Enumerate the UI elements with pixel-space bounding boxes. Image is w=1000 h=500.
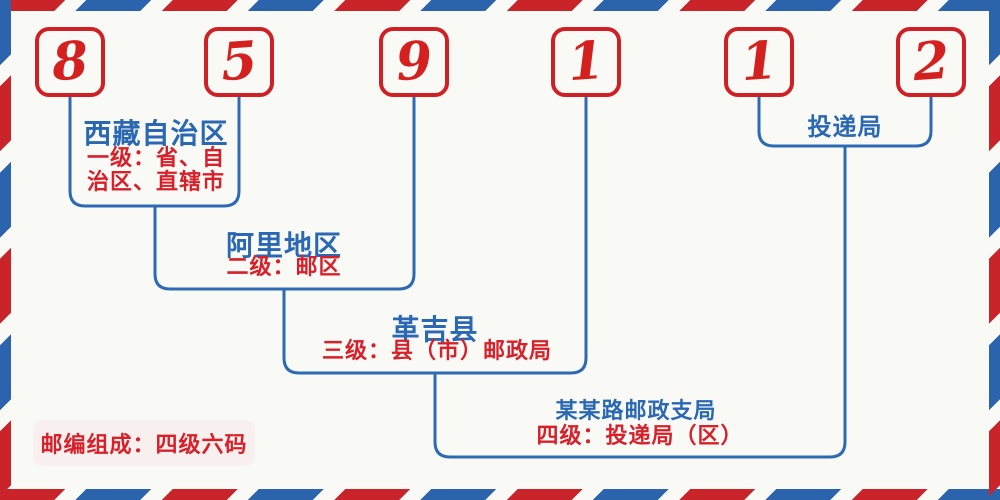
level1-desc-line2: 治区、直辖市	[86, 169, 226, 195]
digit-2: 5	[218, 29, 260, 94]
level2-desc-label: 二级：邮区	[226, 254, 342, 280]
digit-6: 2	[910, 29, 952, 94]
level1-desc-line1: 一级：省、自	[86, 145, 226, 171]
digit-1: 8	[49, 29, 91, 94]
digit-box-6: 2	[896, 27, 966, 97]
delivery-office-label: 投递局	[807, 112, 883, 141]
digit-3: 9	[393, 29, 435, 94]
level3-name-label: 革吉县	[391, 313, 479, 346]
bracket-delivery-office	[757, 94, 933, 148]
airmail-border-bottom	[0, 489, 1000, 500]
bracket-level4	[433, 144, 847, 459]
digit-4: 1	[565, 29, 607, 94]
airmail-border-left	[0, 0, 11, 500]
digit-box-1: 8	[35, 27, 105, 97]
airmail-border-top	[0, 0, 1000, 11]
level4-name-label: 某某路邮政支局	[555, 398, 717, 424]
level4-desc-label: 四级：投递局（区）	[536, 423, 744, 449]
digit-box-4: 1	[551, 27, 621, 97]
level2-name-label: 阿里地区	[225, 229, 343, 262]
digit-box-5: 1	[724, 27, 794, 97]
footer-note-text: 邮编组成：四级六码	[40, 432, 248, 458]
level3-desc-label: 三级：县（市）邮政局	[321, 338, 553, 364]
level1-desc-label: 一级：省、自 治区、直辖市	[87, 146, 225, 194]
footer-note-badge: 邮编组成：四级六码	[33, 420, 255, 466]
level1-name-label: 西藏自治区	[83, 117, 229, 150]
digit-box-2: 5	[204, 27, 274, 97]
digit-5: 1	[738, 29, 780, 94]
digit-box-3: 9	[379, 27, 449, 97]
airmail-border-right	[989, 0, 1000, 500]
